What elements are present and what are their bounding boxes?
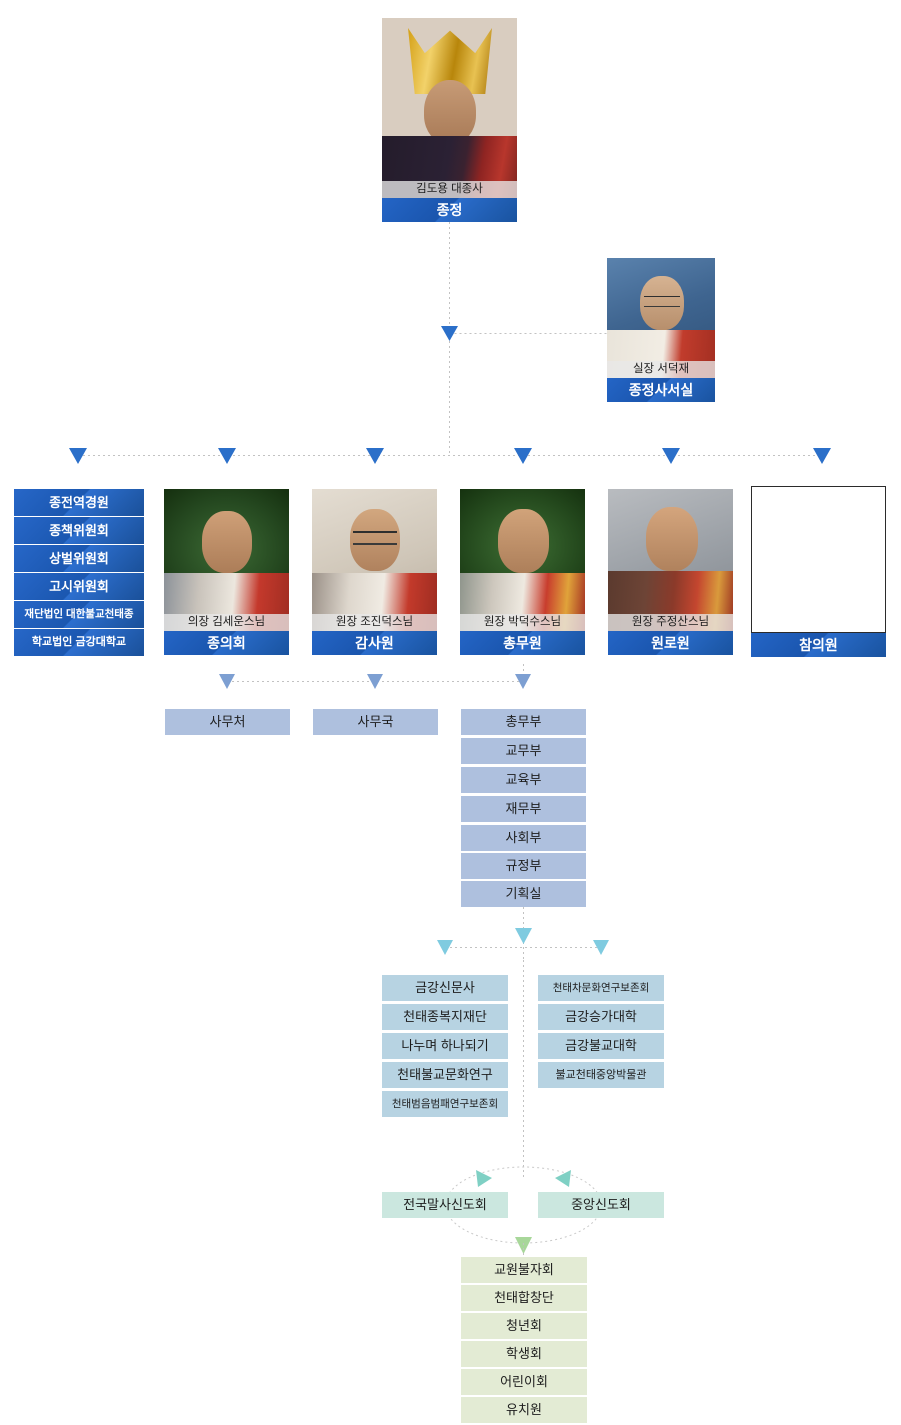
gamsawon-portrait: 원장 조진덕스님 xyxy=(312,489,437,631)
lay-group-kindergarten[interactable]: 유치원 xyxy=(461,1397,587,1423)
committee-jongjeon-yeokgyeongwon[interactable]: 종전역경원 xyxy=(14,489,144,516)
face-shape xyxy=(640,276,684,330)
lay-group-children[interactable]: 어린이회 xyxy=(461,1369,587,1395)
wonrowon-portrait: 원장 주정산스님 xyxy=(608,489,733,631)
lay-association-central[interactable]: 중앙신도회 xyxy=(538,1192,664,1218)
affiliate-central-museum[interactable]: 불교천태중앙박물관 xyxy=(538,1062,664,1088)
affiliate-beomeum-beompae-research[interactable]: 천태범음범패연구보존회 xyxy=(382,1091,508,1117)
jonguihoe-office-label: 종의회 xyxy=(164,631,289,655)
node-wonrowon[interactable]: 원장 주정산스님 원로원 xyxy=(608,489,733,655)
affiliate-cheontae-buddhist-culture-research[interactable]: 천태불교문화연구 xyxy=(382,1062,508,1088)
affiliate-geumgang-sangha-college[interactable]: 금강승가대학 xyxy=(538,1004,664,1030)
secretariat-office-label: 종정사서실 xyxy=(607,378,715,402)
jonguihoe-portrait: 의장 김세운스님 xyxy=(164,489,289,631)
face-shape xyxy=(424,80,476,144)
node-jongjeong[interactable]: 김도용 대종사 종정 xyxy=(382,18,517,222)
chongmuwon-office-label: 총무원 xyxy=(460,631,585,655)
department-chongmubu[interactable]: 총무부 xyxy=(461,709,586,735)
face-shape xyxy=(350,509,400,571)
lay-group-students[interactable]: 학생회 xyxy=(461,1341,587,1367)
glasses-icon xyxy=(644,296,680,307)
committee-geumgang-university[interactable]: 학교법인 금강대학교 xyxy=(14,629,144,656)
lay-group-choir[interactable]: 천태합창단 xyxy=(461,1285,587,1311)
branch-office-samuguk[interactable]: 사무국 xyxy=(313,709,438,735)
glasses-icon xyxy=(353,531,397,545)
node-jonguihoe[interactable]: 의장 김세운스님 종의회 xyxy=(164,489,289,655)
chamuiwon-empty-photo xyxy=(751,486,886,633)
affiliate-cheontae-welfare-foundation[interactable]: 천태종복지재단 xyxy=(382,1004,508,1030)
department-sahoebu[interactable]: 사회부 xyxy=(461,825,586,851)
affiliate-geumgang-buddhist-college[interactable]: 금강불교대학 xyxy=(538,1033,664,1059)
affiliate-sharing-becoming-one[interactable]: 나누며 하나되기 xyxy=(382,1033,508,1059)
chongmuwon-person-name: 원장 박덕수스님 xyxy=(460,614,585,631)
chongmuwon-portrait: 원장 박덕수스님 xyxy=(460,489,585,631)
jongjeong-person-name: 김도용 대종사 xyxy=(382,181,517,198)
branch-office-samucheo[interactable]: 사무처 xyxy=(165,709,290,735)
face-shape xyxy=(498,509,549,573)
lay-group-youth[interactable]: 청년회 xyxy=(461,1313,587,1339)
node-chongmuwon[interactable]: 원장 박덕수스님 총무원 xyxy=(460,489,585,655)
face-shape xyxy=(202,511,252,573)
face-shape xyxy=(646,507,698,571)
jongjeong-office-label: 종정 xyxy=(382,198,517,222)
department-gihoeksil[interactable]: 기획실 xyxy=(461,881,586,907)
committee-foundation-cheontae[interactable]: 재단법인 대한불교천태종 xyxy=(14,601,144,628)
department-gyoyukbu[interactable]: 교육부 xyxy=(461,767,586,793)
committee-sangbeol[interactable]: 상벌위원회 xyxy=(14,545,144,572)
secretariat-person-name: 실장 서덕재 xyxy=(607,361,715,378)
lay-group-teachers-buddhist[interactable]: 교원불자회 xyxy=(461,1257,587,1283)
wonrowon-office-label: 원로원 xyxy=(608,631,733,655)
wonrowon-person-name: 원장 주정산스님 xyxy=(608,614,733,631)
department-gyujeongbu[interactable]: 규정부 xyxy=(461,853,586,879)
gamsawon-person-name: 원장 조진덕스님 xyxy=(312,614,437,631)
node-gamsawon[interactable]: 원장 조진덕스님 감사원 xyxy=(312,489,437,655)
committee-gosi[interactable]: 고시위원회 xyxy=(14,573,144,600)
lay-association-national-branch[interactable]: 전국말사신도회 xyxy=(382,1192,508,1218)
jongjeong-portrait: 김도용 대종사 xyxy=(382,18,517,198)
department-jaemubu[interactable]: 재무부 xyxy=(461,796,586,822)
affiliate-geumgang-newspaper[interactable]: 금강신문사 xyxy=(382,975,508,1001)
committee-jongchaek[interactable]: 종책위원회 xyxy=(14,517,144,544)
chamuiwon-office-label: 참의원 xyxy=(751,633,886,657)
affiliate-tea-culture-research[interactable]: 천태차문화연구보존회 xyxy=(538,975,664,1001)
node-secretariat[interactable]: 실장 서덕재 종정사서실 xyxy=(607,258,715,402)
secretariat-portrait: 실장 서덕재 xyxy=(607,258,715,378)
jonguihoe-person-name: 의장 김세운스님 xyxy=(164,614,289,631)
gamsawon-office-label: 감사원 xyxy=(312,631,437,655)
department-gyomubu[interactable]: 교무부 xyxy=(461,738,586,764)
